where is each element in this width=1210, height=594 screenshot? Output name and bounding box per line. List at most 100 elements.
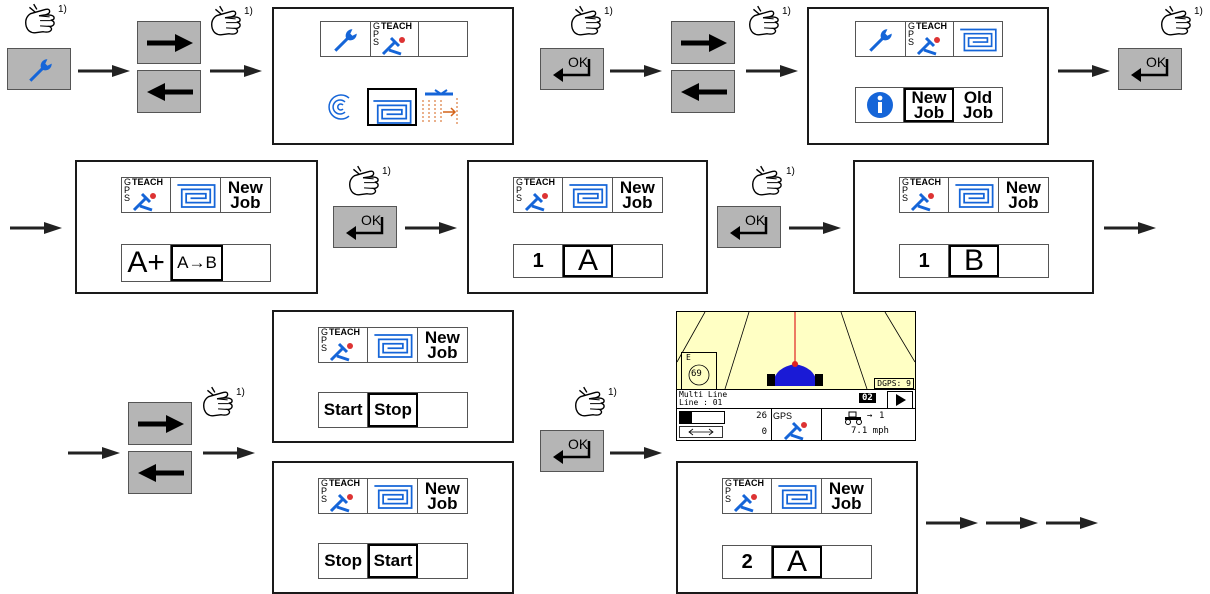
job-header-strip: G P S TEACH New Job [318, 327, 468, 363]
satellite-icon [916, 36, 940, 56]
play-icon [896, 394, 906, 406]
job-header-strip: G P S TEACH New Job [318, 478, 468, 514]
right-arrow-key[interactable] [671, 21, 735, 64]
gps-teach-cell[interactable]: G P S TEACH [514, 178, 564, 212]
job-header-strip: G P S TEACH New Job [513, 177, 663, 213]
spiral-cell[interactable] [772, 479, 822, 513]
gps-teach-cell[interactable]: G P S TEACH [122, 178, 172, 212]
gps-teach-cell[interactable]: G P S TEACH [900, 178, 950, 212]
left-arrow-key[interactable] [128, 451, 192, 494]
wrench-icon [334, 29, 357, 52]
circle-mode-icon[interactable] [321, 88, 367, 126]
line-index: 1 [514, 245, 564, 277]
tractor-icon [845, 411, 862, 425]
stop-button[interactable]: Stop [319, 544, 369, 578]
old-job-button[interactable]: Old Job [954, 88, 1002, 122]
gps-label: G P S [321, 479, 329, 504]
wrench-cell[interactable] [321, 22, 371, 56]
info-bar: Multi Line Line : 01 02 [677, 389, 915, 409]
gps-label: G P S [321, 328, 329, 353]
play-button[interactable] [887, 391, 913, 409]
ok-key[interactable]: OK [540, 430, 604, 472]
gps-label: G P S [725, 479, 733, 504]
line-number-badge: 02 [859, 393, 876, 403]
teach-label: TEACH [132, 178, 163, 187]
new-job-line2: Job [622, 193, 653, 212]
job-header-strip: G P S TEACH New Job [121, 177, 271, 213]
mode-icon-strip [320, 87, 468, 127]
right-arrow-key[interactable] [128, 402, 192, 445]
ok-label: OK [745, 212, 766, 228]
new-job-line1: New [828, 479, 864, 498]
boom-arrow: → [867, 411, 873, 421]
screen-next-line: G P S TEACH New Job 2 A [676, 461, 918, 594]
ab-step-strip: A+ A→B [121, 244, 271, 282]
ok-key[interactable]: OK [333, 206, 397, 248]
empty-cell [418, 393, 467, 427]
spiral-cell[interactable] [563, 178, 613, 212]
new-job-button[interactable]: New Job [904, 88, 954, 122]
spiral-icon [959, 28, 997, 52]
new-job-label: New Job [999, 178, 1048, 212]
new-job-line1: New [424, 328, 460, 347]
start-button[interactable]: Start [319, 393, 369, 427]
point-b-button[interactable]: B [949, 245, 999, 277]
gps-teach-cell[interactable]: G P S TEACH [319, 479, 369, 513]
stop-start-strip: Stop Start [318, 543, 468, 579]
press-hand-icon [571, 5, 601, 36]
flow-arrow-icon [746, 65, 798, 77]
screen-point-b: G P S TEACH New Job 1 B [853, 160, 1094, 294]
right-arrow-key[interactable] [137, 21, 201, 64]
press-hand-icon [25, 3, 55, 34]
wrench-cell[interactable] [856, 22, 906, 56]
a-to-b-button[interactable]: A→B [171, 245, 223, 281]
footnote-mark: 1) [786, 166, 795, 177]
flow-arrow-icon [1046, 517, 1098, 529]
spiral-icon [568, 184, 608, 208]
job-header-strip: G P S TEACH New Job [899, 177, 1049, 213]
info-cell[interactable] [856, 88, 904, 122]
wrench-key[interactable] [7, 48, 71, 90]
top-icon-strip: G P S TEACH [320, 21, 468, 57]
ok-key[interactable]: OK [540, 48, 604, 90]
flow-arrow-icon [926, 517, 978, 529]
new-job-line2: Job [913, 103, 945, 122]
heading-value: 69 [691, 369, 702, 379]
a-to-b-label: A→B [177, 253, 217, 272]
footnote-mark: 1) [382, 166, 391, 177]
left-arrow-key[interactable] [137, 70, 201, 113]
flow-arrow-icon [10, 222, 62, 234]
gps-teach-cell[interactable]: G P S TEACH [723, 479, 773, 513]
satellite-icon [132, 192, 156, 212]
boom-mode-icon[interactable] [417, 88, 467, 126]
wrench-icon [869, 29, 892, 52]
gps-teach-cell[interactable]: G P S TEACH [319, 328, 369, 362]
point-a-button[interactable]: A [563, 245, 613, 277]
gps-teach-cell[interactable]: G P S TEACH [906, 22, 954, 56]
ok-key[interactable]: OK [1118, 48, 1182, 90]
spiral-cell[interactable] [171, 178, 221, 212]
arrow-left-icon [138, 464, 184, 482]
a-plus-button[interactable]: A+ [122, 245, 172, 281]
left-arrow-key[interactable] [671, 70, 735, 113]
compass-label: E [686, 353, 691, 362]
new-job-label: New Job [418, 328, 467, 362]
ok-label: OK [568, 54, 589, 70]
start-button[interactable]: Start [368, 544, 418, 578]
flow-arrow-icon [203, 447, 255, 459]
spiral-cell[interactable] [368, 328, 418, 362]
point-a-button[interactable]: A [772, 546, 822, 578]
spiral-cell[interactable] [954, 22, 1002, 56]
stop-button[interactable]: Stop [368, 393, 418, 427]
point-strip: 1 A [513, 244, 663, 278]
start-stop-strip: Start Stop [318, 392, 468, 428]
ok-key[interactable]: OK [717, 206, 781, 248]
new-job-line1: New [911, 88, 947, 107]
satellite-icon [783, 421, 807, 440]
spiral-cell[interactable] [949, 178, 999, 212]
gps-teach-cell[interactable]: G P S TEACH [371, 22, 419, 56]
spiral-mode-icon[interactable] [367, 88, 417, 126]
satellite-icon [381, 36, 405, 56]
press-hand-icon [575, 386, 605, 417]
spiral-cell[interactable] [368, 479, 418, 513]
